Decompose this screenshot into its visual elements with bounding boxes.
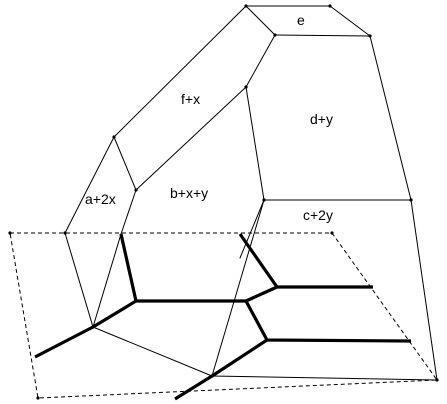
label-d-plus-y: d+y [310,111,333,127]
label-b-plus-x-plus-y: b+x+y [170,185,208,201]
edge-a-left [92,233,122,328]
edge-b-c-lower [211,199,265,377]
tropical-curve-upper-vertical [238,233,279,288]
tropical-curve-middle-join [245,285,278,303]
vertex-dots [8,4,439,400]
label-f-plus-x: f+x [181,91,200,107]
polytope-outline [113,5,438,381]
edge-a-b [113,136,137,235]
tropical-curve-lower [244,300,412,343]
label-c-plus-2y: c+2y [303,207,333,223]
tropical-curve-bottom-branch [174,338,268,401]
polytope-left-outline [64,136,438,381]
edge-f-right [135,34,276,191]
edge-e-left [245,5,276,36]
tropical-curve-left-arm [119,233,138,302]
edge-b-d [239,86,265,259]
base-plane [9,232,438,399]
label-e: e [297,12,305,28]
tropical-curve-left-branch [34,299,137,359]
edge-e-bottom [274,34,371,37]
label-a-plus-2x: a+2x [85,191,116,207]
